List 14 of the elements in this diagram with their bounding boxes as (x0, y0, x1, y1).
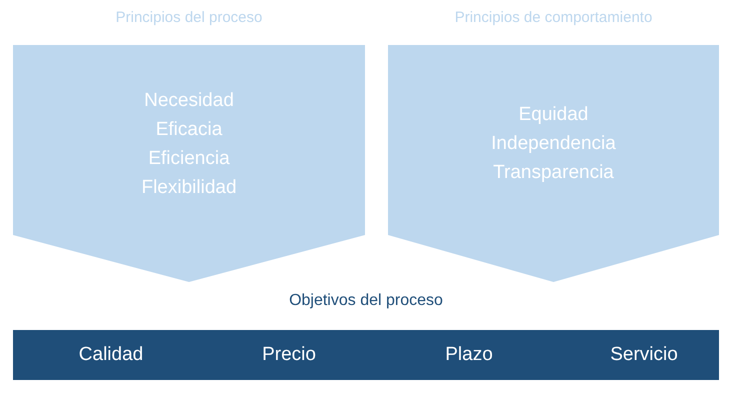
principle-text: Eficiencia (148, 147, 230, 171)
principle-text: Independencia (491, 132, 616, 156)
panel-heading: Principios del proceso (114, 9, 264, 26)
principle-text: Transparencia (493, 161, 614, 185)
bar-heading: Objetivos del proceso (288, 292, 444, 310)
objective-text: Precio (262, 344, 316, 366)
principle-text: Equidad (518, 103, 588, 127)
objective-text: Plazo (445, 344, 493, 366)
objective-text: Calidad (78, 344, 144, 366)
principle-text: Flexibilidad (141, 176, 237, 200)
principle-text: Necesidad (144, 89, 234, 113)
panel-heading: Principios de comportamiento (454, 9, 654, 26)
objective-text: Servicio (610, 344, 678, 366)
principle-text: Eficacia (156, 118, 222, 142)
